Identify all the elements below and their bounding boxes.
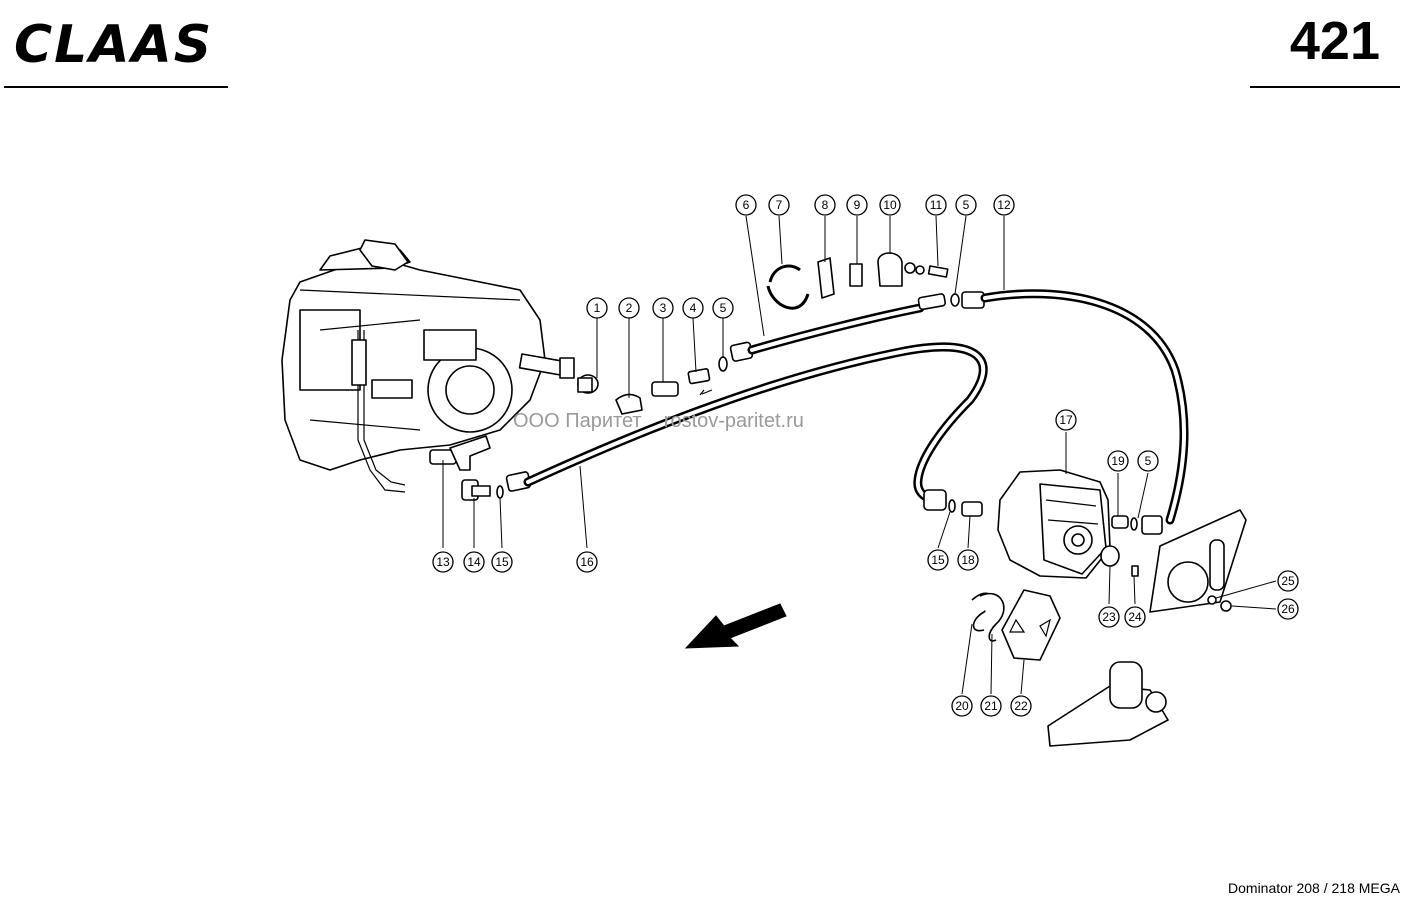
- callout-19: 19: [1107, 450, 1129, 472]
- callout-label: 25: [1281, 574, 1295, 588]
- callout-label: 3: [660, 301, 667, 315]
- callout-label: 4: [690, 301, 697, 315]
- callout-5-a: 5: [712, 297, 734, 319]
- callout-label: 18: [961, 553, 975, 567]
- callout-15-a: 15: [491, 551, 513, 573]
- callout-label: 13: [436, 555, 450, 569]
- callout-26: 26: [1277, 598, 1299, 620]
- callout-label: 21: [984, 699, 998, 713]
- callout-label: 5: [963, 198, 970, 212]
- claas-logo: CLAAS: [14, 18, 213, 68]
- callout-label: 19: [1111, 454, 1125, 468]
- callout-label: 5: [1145, 454, 1152, 468]
- callout-14: 14: [463, 551, 485, 573]
- callout-label: 11: [930, 198, 943, 212]
- callout-5-b: 5: [955, 194, 977, 216]
- callout-label: 10: [883, 198, 897, 212]
- callout-4: 4: [682, 297, 704, 319]
- callout-label: 1: [594, 301, 601, 315]
- callout-label: 9: [854, 198, 861, 212]
- model-caption: Dominator 208 / 218 MEGA: [1228, 880, 1400, 896]
- callout-9: 9: [846, 194, 868, 216]
- callout-1: 1: [586, 297, 608, 319]
- leader-lines: [442, 215, 1277, 695]
- callout-label: 15: [495, 555, 509, 569]
- callout-24: 24: [1124, 606, 1146, 628]
- callout-7: 7: [768, 194, 790, 216]
- callout-2: 2: [618, 297, 640, 319]
- callout-16: 16: [576, 551, 598, 573]
- brand-logo-text: CLAAS: [14, 18, 213, 68]
- callout-3: 3: [652, 297, 674, 319]
- hose-16: [505, 342, 988, 511]
- direction-arrow: [684, 603, 787, 649]
- page-number: 421: [1289, 11, 1380, 71]
- callout-label: 6: [743, 198, 750, 212]
- tee-fittings: [429, 435, 504, 501]
- callout-20: 20: [951, 695, 973, 717]
- callout-18: 18: [957, 549, 979, 571]
- callout-label: 23: [1102, 610, 1116, 624]
- callout-label: 8: [822, 198, 829, 212]
- callout-label: 22: [1014, 699, 1028, 713]
- callout-label: 24: [1128, 610, 1142, 624]
- callout-label: 14: [467, 555, 481, 569]
- hydraulic-unit-drawing: [281, 239, 575, 493]
- callout-label: 12: [997, 198, 1011, 212]
- callout-6: 6: [735, 194, 757, 216]
- callout-11: 11: [925, 194, 947, 216]
- callout-label: 26: [1281, 602, 1295, 616]
- callout-label: 2: [626, 301, 633, 315]
- fittings-row: [577, 356, 728, 415]
- hose-6: [729, 293, 947, 362]
- clamp-parts: [766, 252, 960, 310]
- callout-17: 17: [1055, 409, 1077, 431]
- callout-21: 21: [980, 695, 1002, 717]
- callout-label: 17: [1059, 413, 1073, 427]
- callout-25: 25: [1277, 570, 1299, 592]
- gear-pump-17: [948, 469, 1138, 579]
- callout-label: 20: [955, 699, 969, 713]
- callout-label: 5: [720, 301, 727, 315]
- callout-13: 13: [432, 551, 454, 573]
- header-rule-left: [4, 86, 228, 88]
- callout-label: 7: [776, 198, 783, 212]
- gaskets: [971, 589, 1061, 661]
- callout-label: 16: [580, 555, 594, 569]
- header-rule-right: [1250, 86, 1400, 88]
- hose-12: [961, 289, 1189, 535]
- callout-label: 15: [931, 553, 945, 567]
- watermark-text: ООО Паритет rostov-paritet.ru: [513, 410, 804, 432]
- callout-10: 10: [879, 194, 901, 216]
- callout-22: 22: [1010, 695, 1032, 717]
- pump-bracket: [1047, 509, 1247, 747]
- callout-5-c: 5: [1137, 450, 1159, 472]
- callout-8: 8: [814, 194, 836, 216]
- callout-12: 12: [993, 194, 1015, 216]
- callout-23: 23: [1098, 606, 1120, 628]
- callout-15-b: 15: [927, 549, 949, 571]
